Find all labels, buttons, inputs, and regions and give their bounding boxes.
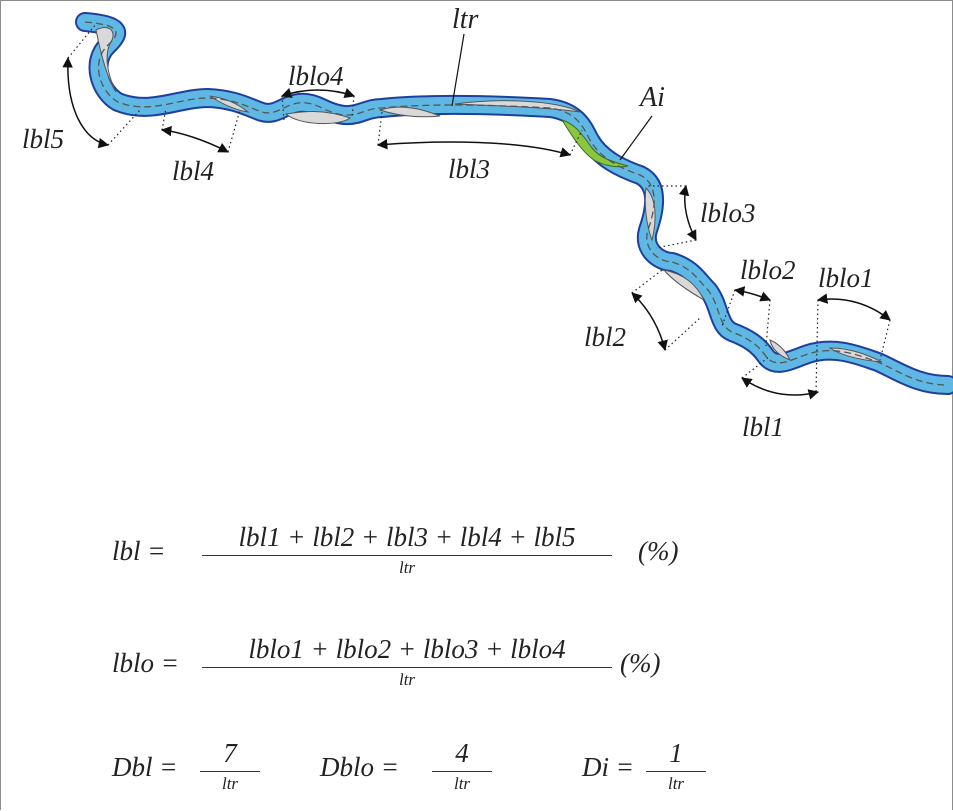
label-lbl4: lbl4 [172, 156, 214, 186]
formula-lblo-denominator: ltr [398, 670, 416, 689]
arc-lbl2 [631, 292, 668, 352]
formula-dblo: Dblo = 4 ltr [320, 738, 520, 808]
bar-o3 [644, 186, 656, 242]
formula-dbl-denominator: ltr [221, 774, 239, 793]
label-lbl5: lbl5 [22, 124, 64, 154]
formula-lbl-denominator: ltr [398, 558, 416, 577]
arc-lblo2 [733, 286, 771, 302]
formula-lbl: lbl = lbl1 + lbl2 + lbl3 + lbl4 + lbl5 l… [112, 522, 812, 592]
label-ai: Ai [638, 82, 665, 113]
formula-lblo-numerator: lblo1 + lblo2 + lblo3 + lblo4 [202, 634, 612, 668]
river-channel [75, 12, 953, 395]
formula-dbl-lhs: Dbl = [112, 752, 178, 782]
bar-o4 [284, 111, 352, 125]
formula-lbl-fraction: lbl1 + lbl2 + lbl3 + lbl4 + lbl5 ltr [202, 522, 612, 578]
formula-lblo-fraction: lblo1 + lblo2 + lblo3 + lblo4 ltr [202, 634, 612, 690]
formula-lblo-unit: (%) [620, 648, 661, 678]
measurement-arrows [62, 56, 891, 400]
formula-dblo-denominator: ltr [453, 774, 471, 793]
formula-dbl: Dbl = 7 ltr [112, 738, 292, 808]
formula-lblo-lhs: lblo = [112, 648, 179, 678]
formula-dbl-fraction: 7 ltr [200, 738, 260, 794]
formula-di-numerator: 1 [646, 738, 706, 772]
formula-lbl-lhs: lbl = [112, 536, 166, 566]
label-lblo3: lblo3 [700, 198, 756, 228]
diagram-labels: ltr Ai lbl5 lbl4 lblo4 lbl3 lblo3 lblo2 … [22, 4, 874, 442]
formula-lbl-numerator: lbl1 + lbl2 + lbl3 + lbl4 + lbl5 [202, 522, 612, 556]
formula-lbl-unit: (%) [638, 536, 679, 566]
label-lblo1: lblo1 [818, 263, 874, 293]
formula-dblo-fraction: 4 ltr [432, 738, 492, 794]
arc-lblo3 [678, 184, 697, 241]
label-lbl3: lbl3 [448, 154, 490, 184]
label-lblo4: lblo4 [288, 61, 344, 91]
ai-leader [619, 115, 653, 161]
label-lbl1: lbl1 [742, 412, 784, 442]
formula-dbl-numerator: 7 [200, 738, 260, 772]
formula-di-denominator: ltr [667, 774, 685, 793]
bar-4 [209, 95, 250, 113]
label-lblo2: lblo2 [740, 255, 796, 285]
arc-lbl1 [741, 377, 820, 400]
river-centerline [84, 21, 949, 386]
sediment-bars [95, 27, 883, 363]
bar-3 [378, 106, 441, 118]
arc-lblo1 [816, 293, 891, 321]
island-ai [560, 119, 629, 168]
formula-dblo-lhs: Dblo = [320, 752, 399, 782]
dotted-guides [67, 23, 891, 393]
label-lbl2: lbl2 [584, 322, 626, 352]
arc-lbl5 [62, 56, 110, 149]
formula-lblo: lblo = lblo1 + lblo2 + lblo3 + lblo4 ltr… [112, 634, 812, 704]
ltr-leader [451, 33, 465, 107]
arc-lbl3 [376, 139, 572, 158]
formula-dblo-numerator: 4 [432, 738, 492, 772]
bar-o2 [769, 339, 792, 361]
label-ltr: ltr [452, 4, 479, 35]
formula-di: Di = 1 ltr [582, 738, 732, 808]
arc-lblo4 [281, 87, 355, 98]
formula-di-fraction: 1 ltr [646, 738, 706, 794]
bar-2 [662, 269, 706, 302]
arc-lbl4 [160, 125, 229, 153]
formula-di-lhs: Di = [582, 752, 634, 782]
